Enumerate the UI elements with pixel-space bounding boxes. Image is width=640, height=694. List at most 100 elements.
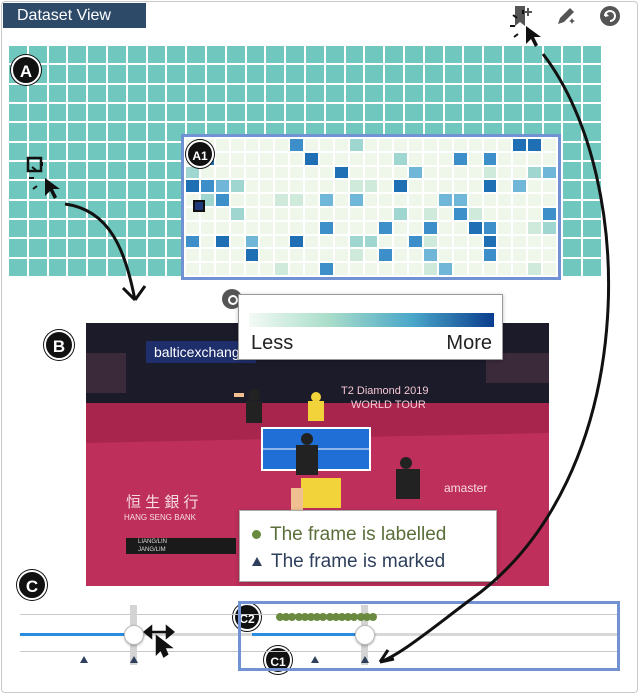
zoomed-grid-cell[interactable] xyxy=(305,139,318,151)
zoomed-grid-cell[interactable] xyxy=(260,139,274,151)
overview-grid-cell[interactable] xyxy=(583,162,601,180)
zoomed-grid-cell[interactable] xyxy=(424,235,437,248)
zoomed-grid-cell[interactable] xyxy=(245,152,259,165)
overview-grid-cell[interactable] xyxy=(28,239,47,257)
zoomed-grid-cell[interactable] xyxy=(483,194,497,206)
overview-grid-cell[interactable] xyxy=(127,65,146,83)
overview-grid-cell[interactable] xyxy=(107,142,126,160)
zoomed-grid-cell[interactable] xyxy=(260,194,274,206)
zoomed-grid-cell[interactable] xyxy=(275,180,289,193)
overview-grid-cell[interactable] xyxy=(48,181,67,199)
overview-grid-cell[interactable] xyxy=(206,84,225,102)
zoomed-grid-cell[interactable] xyxy=(245,263,259,275)
overview-grid-cell[interactable] xyxy=(28,200,47,218)
zoomed-grid-panel[interactable] xyxy=(181,134,561,280)
zoomed-grid-cell[interactable] xyxy=(364,166,378,179)
zoomed-grid-cell[interactable] xyxy=(305,221,318,234)
zoomed-grid-cell[interactable] xyxy=(483,249,497,262)
zoomed-grid-cell[interactable] xyxy=(186,166,199,179)
zoomed-grid-cell[interactable] xyxy=(245,166,259,179)
zoomed-grid-cell[interactable] xyxy=(379,180,393,193)
zoomed-grid-cell[interactable] xyxy=(379,263,393,275)
zoomed-grid-cell[interactable] xyxy=(409,180,423,193)
zoomed-grid-cell[interactable] xyxy=(438,139,452,151)
zoomed-grid-cell[interactable] xyxy=(528,263,542,275)
overview-grid-cell[interactable] xyxy=(563,239,582,257)
overview-grid-cell[interactable] xyxy=(147,258,166,276)
zoomed-grid-cell[interactable] xyxy=(394,139,408,151)
overview-grid-cell[interactable] xyxy=(345,65,364,83)
overview-grid-cell[interactable] xyxy=(9,104,27,122)
overview-grid-cell[interactable] xyxy=(345,104,364,122)
zoomed-grid-cell[interactable] xyxy=(260,249,274,262)
zoomed-grid-cell[interactable] xyxy=(245,139,259,151)
overview-grid-cell[interactable] xyxy=(167,162,186,180)
overview-grid-cell[interactable] xyxy=(127,46,146,64)
labelled-frame-dot[interactable] xyxy=(356,613,365,621)
zoomed-grid-cell[interactable] xyxy=(394,180,408,193)
overview-grid-cell[interactable] xyxy=(385,84,403,102)
zoomed-grid-cell[interactable] xyxy=(245,235,259,248)
zoomed-grid-cell[interactable] xyxy=(200,221,214,234)
overview-grid-cell[interactable] xyxy=(167,181,186,199)
zoomed-grid-cell[interactable] xyxy=(394,152,408,165)
zoomed-grid-cell[interactable] xyxy=(468,152,482,165)
zoomed-grid-cell[interactable] xyxy=(275,208,289,220)
zoomed-grid-cell[interactable] xyxy=(498,166,512,179)
overview-grid-cell[interactable] xyxy=(88,181,106,199)
overview-grid-cell[interactable] xyxy=(88,123,106,141)
zoomed-grid-cell[interactable] xyxy=(319,208,333,220)
search-icon[interactable] xyxy=(222,289,242,309)
overview-grid-cell[interactable] xyxy=(563,123,582,141)
overview-grid-cell[interactable] xyxy=(325,104,344,122)
overview-grid-cell[interactable] xyxy=(48,46,67,64)
overview-grid-cell[interactable] xyxy=(147,162,166,180)
zoomed-grid-cell[interactable] xyxy=(453,139,467,151)
zoomed-grid-cell[interactable] xyxy=(409,139,423,151)
overview-grid-cell[interactable] xyxy=(9,181,27,199)
overview-grid-cell[interactable] xyxy=(563,181,582,199)
zoomed-grid-cell[interactable] xyxy=(394,235,408,248)
overview-grid-cell[interactable] xyxy=(68,200,87,218)
labelled-frame-dot[interactable] xyxy=(282,613,291,621)
zoomed-grid-cell[interactable] xyxy=(200,166,214,179)
zoomed-grid-cell[interactable] xyxy=(349,180,363,193)
zoomed-grid-cell[interactable] xyxy=(498,235,512,248)
overview-grid-cell[interactable] xyxy=(88,258,106,276)
zoomed-grid-cell[interactable] xyxy=(468,249,482,262)
zoomed-grid-cell[interactable] xyxy=(230,139,244,151)
marked-frame-icon[interactable] xyxy=(130,656,138,663)
overview-grid-cell[interactable] xyxy=(88,104,106,122)
zoomed-grid-cell[interactable] xyxy=(275,221,289,234)
zoomed-grid-cell[interactable] xyxy=(379,194,393,206)
zoomed-grid-cell[interactable] xyxy=(409,221,423,234)
overview-grid-cell[interactable] xyxy=(563,84,582,102)
labelled-frame-dot[interactable] xyxy=(369,613,377,621)
overview-grid-cell[interactable] xyxy=(68,220,87,238)
zoomed-grid-cell[interactable] xyxy=(230,152,244,165)
zoomed-grid-cell[interactable] xyxy=(186,249,199,262)
zoomed-grid-cell[interactable] xyxy=(468,263,482,275)
zoomed-grid-cell[interactable] xyxy=(528,152,542,165)
overview-grid-cell[interactable] xyxy=(127,239,146,257)
zoomed-grid-cell[interactable] xyxy=(200,194,214,206)
zoomed-grid-cell[interactable] xyxy=(215,208,229,220)
add-frame-icon[interactable] xyxy=(512,4,538,28)
overview-grid-cell[interactable] xyxy=(28,220,47,238)
overview-grid-cell[interactable] xyxy=(28,162,47,180)
zoomed-grid-cell[interactable] xyxy=(483,166,497,179)
zoomed-grid-cell[interactable] xyxy=(513,221,527,234)
overview-grid-cell[interactable] xyxy=(107,162,126,180)
labelled-frame-dot[interactable] xyxy=(300,613,309,621)
zoomed-grid-cell[interactable] xyxy=(364,221,378,234)
zoomed-grid-cell[interactable] xyxy=(364,139,378,151)
zoomed-grid-cell[interactable] xyxy=(215,152,229,165)
overview-grid-cell[interactable] xyxy=(107,239,126,257)
zoomed-grid-cell[interactable] xyxy=(543,139,556,151)
overview-grid-cell[interactable] xyxy=(286,46,304,64)
zoomed-grid-cell[interactable] xyxy=(453,208,467,220)
overview-grid-cell[interactable] xyxy=(48,84,67,102)
overview-grid-cell[interactable] xyxy=(88,65,106,83)
marked-frame-icon[interactable] xyxy=(311,656,319,663)
zoomed-grid-cell[interactable] xyxy=(186,208,199,220)
